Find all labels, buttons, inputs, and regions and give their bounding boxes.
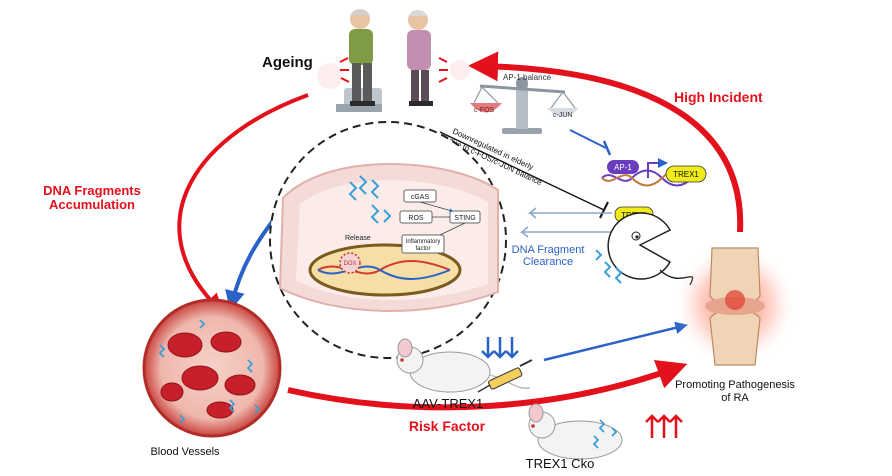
aav-mouse-illustration (396, 338, 531, 393)
aav-inhibit-arrow (543, 321, 688, 362)
promoting-line1: Promoting Pathogenesis (675, 379, 795, 391)
syringe-icon (477, 359, 533, 393)
trex1-gene-text: TREX1 (673, 170, 699, 179)
c-jun-label: c-JUN (553, 112, 572, 119)
sting-label: STING (454, 215, 475, 222)
ageing-to-blood-arrow (177, 93, 309, 314)
dna-clearance-line1: DNA Fragment (512, 244, 585, 256)
aav-trex1-label: AAV-TREX1 (413, 396, 484, 411)
ap1-balance-label: AP-1 balance (503, 73, 552, 82)
downregulated-inhibit-line (439, 131, 605, 211)
dox-label: DOX (343, 261, 356, 267)
ageing-label: Ageing (262, 54, 313, 71)
c-fos-label: c-FOS (474, 107, 495, 114)
risk-factor-arrow (287, 360, 688, 411)
ros-label: ROS (408, 215, 424, 222)
up-arrows-icon (645, 414, 683, 438)
clearance-arrows (519, 207, 612, 238)
accumulation-label: Accumulation (49, 197, 135, 212)
risk-factor-label: Risk Factor (409, 418, 486, 434)
cell-detail (278, 163, 499, 312)
trex1-gene-badge (665, 165, 707, 183)
promoting-line2: of RA (721, 392, 749, 404)
release-label: Release (345, 235, 371, 242)
high-incident-arrow (468, 51, 744, 233)
ap1-balance-scale (470, 77, 579, 134)
cko-mouse-illustration (528, 403, 623, 460)
inflammatory-line2: factor (415, 246, 430, 252)
cgas-label: cGAS (411, 194, 430, 201)
down-arrows-icon (481, 337, 519, 359)
dna-fragments-label: DNA Fragments (43, 183, 141, 198)
dna-fragments-in-vessel (158, 319, 261, 424)
high-incident-label: High Incident (674, 89, 763, 105)
elderly-couple-illustration (317, 9, 470, 112)
ap1-badge-text: AP-1 (614, 163, 632, 172)
dna-clearance-line2: Clearance (523, 256, 573, 268)
knee-joint-illustration (705, 247, 765, 366)
inflammatory-line1: Inflammatory (406, 239, 441, 245)
ap1-badge (607, 160, 639, 174)
trex1-cko-label: TREX1 Cko (526, 456, 595, 471)
balance-to-ap1-inhibit (569, 129, 607, 149)
blood-vessels-label: Blood Vessels (150, 446, 220, 458)
trex1-pacman-illustration (595, 212, 694, 286)
